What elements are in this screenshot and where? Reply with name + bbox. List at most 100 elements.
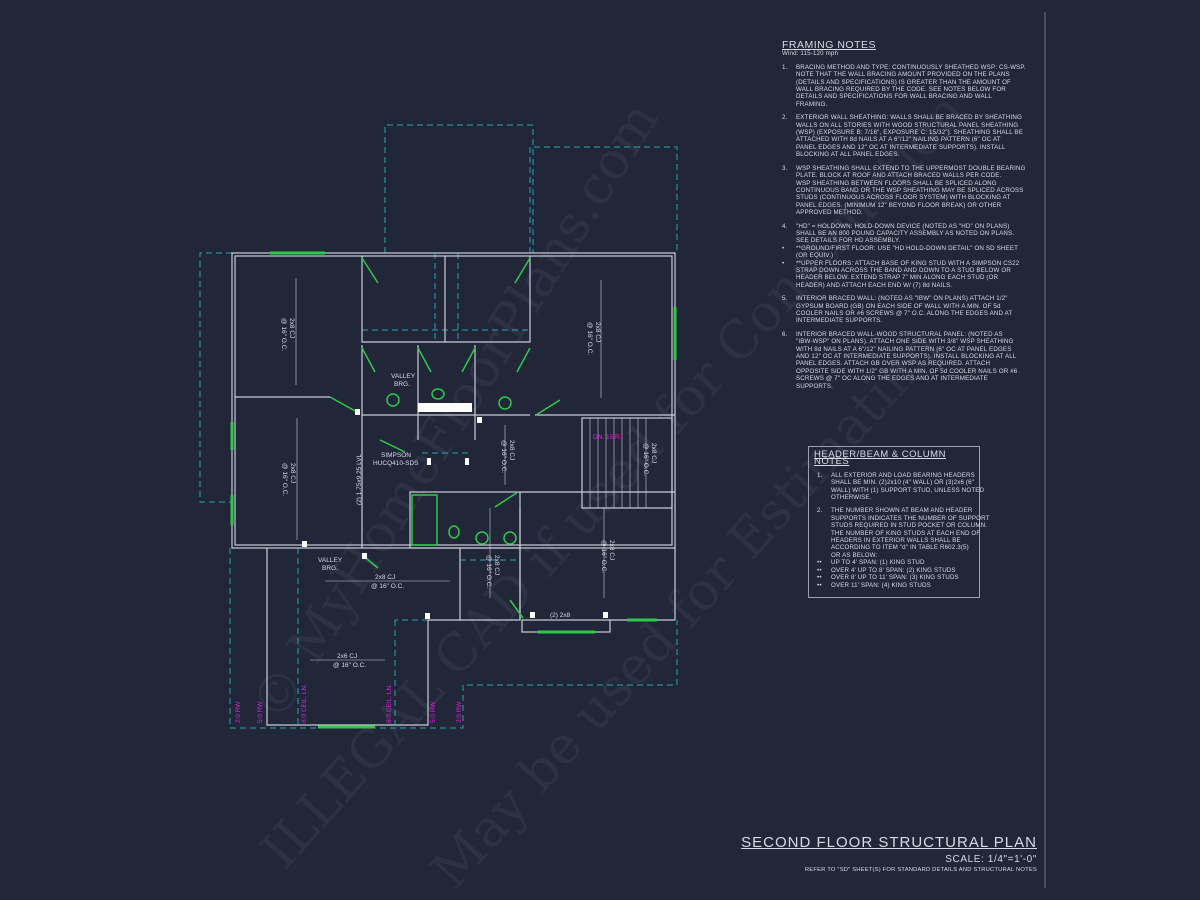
note-line: OPPOSITE SIDE WITH 1/2" GB WITH A MIN. O… xyxy=(796,367,1018,375)
note-line: UP TO 4' SPAN: (1) KING STUD xyxy=(831,559,925,567)
note-line: SHALL BE MIN. (2)2x10 (4" WALL) OR (3)2x… xyxy=(831,479,975,487)
cj-label: 2x8 CJ xyxy=(608,540,615,560)
cj-spacing: @ 16" O.C. xyxy=(281,463,288,496)
note-line: INTERMEDIATE SUPPORTS. xyxy=(796,317,883,325)
bullet-mark: • xyxy=(782,244,785,252)
note-line: THE NUMBER SHOWN AT BEAM AND HEADER xyxy=(831,507,973,515)
note-line: INTERIOR BRACED WALL: (NOTED AS "IBW" ON… xyxy=(796,295,1008,303)
cj-label: 2x8 CJ xyxy=(288,318,295,338)
bullet-mark: •• xyxy=(817,574,822,582)
note-line: STUDS (CONTINUOUS ACROSS FLOOR SYSTEM) W… xyxy=(796,194,1011,202)
ceiling-line-label: 6:0 CEIL. LN. xyxy=(301,684,308,723)
note-line: OR AS BELOW: xyxy=(831,551,878,559)
note-line: PANEL EDGES. (MINIMUM 12" BEYOND FLOOR B… xyxy=(796,201,1002,209)
simpson-label: HUCQ410-SDS xyxy=(373,460,419,467)
note-number: 3. xyxy=(782,164,788,172)
cj-label: 2x8 CJ xyxy=(493,555,500,575)
lvl-label: (2) 1.75x9.25 LVL xyxy=(356,453,363,505)
note-line: WALLS ON ALL STORIES WITH WOOD STRUCTURA… xyxy=(796,121,1019,129)
note-line: THE NUMBER OF KING STUDS AT EACH END OF xyxy=(831,529,981,537)
note-item: 5. INTERIOR BRACED WALL: (NOTED AS "IBW" … xyxy=(782,295,1042,325)
note-number: 2. xyxy=(782,114,788,122)
note-line: AND 12" OC AT INTERMEDIATE SUPPORTS). IN… xyxy=(796,353,1017,361)
note-line: CONTINUOUS BAND OR THE WSP SHEATHING MAY… xyxy=(796,186,1024,194)
note-line: COOLER NAILS OR #6 SCREWS @ 7" O.C. ALON… xyxy=(796,310,1013,317)
note-number: 1. xyxy=(782,63,788,71)
cj-label: 2x8 CJ xyxy=(594,322,601,342)
note-line: PLATE. BLOCK AT ROOF AND ATTACH BRACED W… xyxy=(796,172,1002,180)
framing-notes-title: FRAMING NOTES xyxy=(782,39,877,51)
walls xyxy=(231,252,676,726)
windows xyxy=(230,251,677,729)
note-line: SHALL BE AN 800 POUND CAPACITY ASSEMBLY … xyxy=(796,229,1015,237)
cj-label: 2x8 CJ xyxy=(289,463,296,483)
stair-label: DN. 15 R. xyxy=(593,434,622,441)
bullet-mark: • xyxy=(782,259,785,267)
cj-label: 2x8 CJ xyxy=(650,443,657,463)
note-number: 6. xyxy=(782,330,788,338)
note-line: ACCORDING TO ITEM "d" IN TABLE R602.3(5) xyxy=(831,544,969,552)
note-line: SUPPORTS INDICATES THE NUMBER OF SUPPORT xyxy=(831,514,990,522)
note-line: BRACING METHOD AND TYPE: CONTINUOUSLY SH… xyxy=(796,63,1026,71)
note-line: (OR EQUIV.) xyxy=(796,252,834,260)
note-line: PANEL EDGES. ATTACH GB OVER WSP AS REQUI… xyxy=(796,360,991,368)
note-line: GYPSUM BOARD (GB) ON EACH SIDE OF WALL W… xyxy=(796,302,1001,310)
cj-label: 2x8 CJ xyxy=(508,440,515,460)
note-line: ALL EXTERIOR AND LOAD BEARING HEADERS xyxy=(831,471,975,479)
note-line: OTHERWISE. xyxy=(831,494,872,502)
note-line: EXTERIOR WALL SHEATHING: WALLS SHALL BE … xyxy=(796,114,1022,122)
cj-spacing: @ 16" O.C. xyxy=(600,540,607,573)
note-bullet: •• UP TO 4' SPAN: (1) KING STUD xyxy=(817,559,979,566)
valley-label: BRG. xyxy=(394,381,410,388)
note-number: 2. xyxy=(817,507,823,515)
framing-notes: FRAMING NOTES Wind: 115-120 mph 1. BRACIN… xyxy=(782,39,1042,396)
note-line: WITH 8d NAILS AT A 6"/12" NAILING PATTER… xyxy=(796,345,1012,353)
note-line: STUDS REQUIRED IN STUD POCKET OR COLUMN. xyxy=(831,522,988,530)
bullet-mark: •• xyxy=(817,566,822,574)
valley-label: VALLEY xyxy=(391,373,416,380)
note-line: HEADERS IN EXTERIOR WALLS SHALL BE xyxy=(831,537,961,545)
note-line: (DETAILS AND SPECIFICATIONS) IS GREATER … xyxy=(796,78,1011,86)
note-line: INTERIOR BRACED WALL-WOOD STRUCTURAL PAN… xyxy=(796,330,1003,338)
note-item: 2. EXTERIOR WALL SHEATHING: WALLS SHALL B… xyxy=(782,114,1042,158)
note-item: 4."HD" = HOLDOWN: HOLD-DOWN DEVICE (NOTE… xyxy=(782,223,1042,245)
bullet-mark: •• xyxy=(817,559,822,567)
cj-label: 2x6 CJ xyxy=(337,653,357,660)
header-notes-title: HEADER/BEAM & COLUMN NOTES xyxy=(814,449,946,468)
note-bullet: •• OVER 4' UP TO 8' SPAN: (2) KING STUDS xyxy=(817,567,979,574)
note-line: STRAP DOWN ACROSS THE BAND AND DOWN TO A… xyxy=(796,266,1011,274)
note-number: 1. xyxy=(817,471,823,479)
note-line: FRAMING. xyxy=(796,100,828,108)
note-line: WSP SHEATHING SHALL EXTEND TO THE UPPERM… xyxy=(796,164,1026,172)
note-line: OVER 4' UP TO 8' SPAN: (2) KING STUDS xyxy=(831,566,956,574)
beam-highlight xyxy=(418,403,472,412)
framing-notes-wind: Wind: 115-120 mph xyxy=(782,50,839,58)
note-item: 6. INTERIOR BRACED WALL-WOOD STRUCTURAL P… xyxy=(782,331,1042,390)
roof-outline xyxy=(199,124,678,729)
note-line: SUPPORTS. xyxy=(796,382,833,390)
span-arrows xyxy=(295,278,605,661)
note-line: SEE DETAILS FOR HD ASSEMBLY. xyxy=(796,237,901,245)
ceiling-line-label: 6:0 CEIL. LN. xyxy=(386,684,393,723)
note-line: HEADER) AND ATTACH EACH END W/ (7) 8d NA… xyxy=(796,281,953,289)
header-notes-box: HEADER/BEAM & COLUMN NOTES 1. ALL EXTERIO… xyxy=(808,446,989,598)
cj-spacing: @ 16" O.C. xyxy=(485,555,492,588)
rw-label: 2:0 RW xyxy=(235,701,242,723)
note-number: 5. xyxy=(782,295,788,303)
note-bullet: ••OVER 11' SPAN: (4) KING STUDS xyxy=(817,582,979,589)
note-bullet: • **UPPER FLOORS: ATTACH BASE OF KING STU… xyxy=(782,260,1042,290)
note-line: WALL BRACING REQUIRED BY THE CODE. SEE N… xyxy=(796,86,1006,94)
note-line: DETAILS AND SPECIFICATIONS FOR WALL BRAC… xyxy=(796,93,992,101)
note-line: PANEL EDGES AND 12" OC AT INTERMEDIATE S… xyxy=(796,143,1006,151)
simpson-label: SIMPSON xyxy=(381,452,411,459)
note-line: BLOCKING AT ALL PANEL EDGES. xyxy=(796,151,900,159)
note-bullet: •**GROUND/FIRST FLOOR: USE "HD HOLD-DOWN… xyxy=(782,245,1042,260)
note-line: ATTACHED WITH 8d NAILS AT A 6"/12" NAILI… xyxy=(796,136,1001,144)
sheet-refer-note: REFER TO "SD" SHEET(S) FOR STANDARD DETA… xyxy=(804,867,1037,873)
rw-label: 5:0 RW xyxy=(430,701,437,723)
rw-label: 2:0 RW xyxy=(456,701,463,723)
note-bullet: ••OVER 8' UP TO 11' SPAN: (3) KING STUDS xyxy=(817,574,979,581)
note-line: **UPPER FLOORS: ATTACH BASE OF KING STUD… xyxy=(796,259,1020,267)
note-line: OVER 11' SPAN: (4) KING STUDS xyxy=(831,581,931,589)
